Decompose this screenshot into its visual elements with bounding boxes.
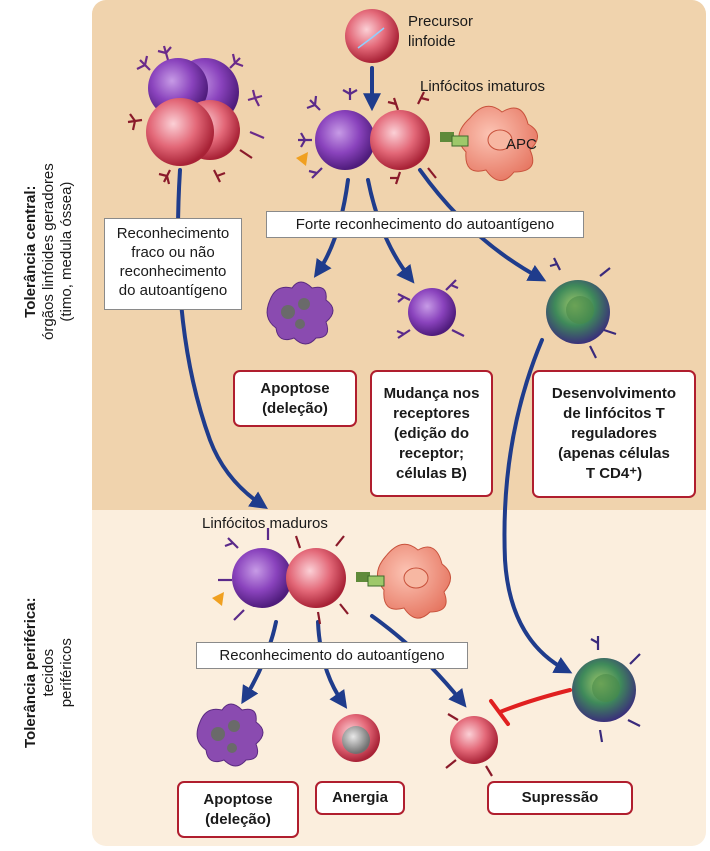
receptor-change-line-2: receptores — [393, 404, 470, 422]
treg-development-line-5: T CD4⁺) — [585, 465, 643, 482]
treg-cell-central — [546, 257, 617, 359]
central-apoptosis-box: Apoptose (deleção) — [233, 370, 357, 427]
suppressed-t-cell — [445, 713, 498, 777]
treg-cell-peripheral — [572, 636, 641, 743]
treg-development-line-2: de linfócitos T — [563, 405, 665, 422]
receptor-editing-cell — [396, 279, 465, 339]
receptor-change-line-4: receptor; — [398, 444, 464, 462]
receptor-change-line-1: Mudança nos — [383, 384, 480, 402]
immature-lymphocytes-label: Linfócitos imaturos — [420, 78, 546, 95]
lymphocyte-cluster — [127, 45, 265, 185]
anergy-box: Anergia — [315, 781, 405, 815]
apoptotic-cell-peripheral — [196, 703, 264, 767]
immature-t-cell — [370, 91, 437, 185]
weak-recognition-line-4: do autoantígeno — [118, 282, 228, 299]
weak-recognition-line-2: fraco ou não — [131, 244, 215, 261]
peripheral-apoptosis-line-1: Apoptose — [203, 790, 273, 808]
suppression-label: Supressão — [521, 789, 599, 806]
precursor-label-1: Precursor — [408, 13, 474, 30]
weak-recognition-line-1: Reconhecimento — [116, 225, 230, 242]
precursor-cell — [345, 9, 399, 63]
apoptotic-cell-central — [266, 281, 334, 345]
central-apoptosis-line-1: Apoptose — [260, 379, 330, 397]
mature-lymphocytes-label: Linfócitos maduros — [202, 515, 328, 532]
apc-label-central: APC — [506, 136, 537, 153]
peripheral-apoptosis-box: Apoptose (deleção) — [177, 781, 299, 838]
weak-recognition-label: Reconhecimento fraco ou não reconhecimen… — [104, 218, 242, 310]
apc-cell-peripheral — [356, 543, 451, 619]
inhibition-arrow — [489, 688, 572, 726]
immature-b-cell — [296, 88, 375, 179]
treg-development-line-1: Desenvolvimento — [551, 385, 677, 402]
recognition-label: Reconhecimento do autoantígeno — [196, 642, 468, 669]
anergy-label: Anergia — [332, 789, 388, 806]
treg-development-box: Desenvolvimento de linfócitos T regulado… — [532, 370, 696, 498]
receptor-change-line-5: células B) — [396, 464, 467, 482]
weak-recognition-line-3: reconhecimento — [119, 263, 227, 280]
peripheral-apoptosis-line-2: (deleção) — [205, 810, 271, 828]
arrow-treg-to-periphery — [502, 338, 573, 674]
receptor-change-box: Mudança nos receptores (edição do recept… — [370, 370, 493, 497]
treg-development-line-4: (apenas células — [558, 445, 670, 462]
apc-cell-central — [440, 105, 538, 181]
precursor-label-2: linfoide — [408, 33, 456, 50]
suppression-box: Supressão — [487, 781, 633, 815]
treg-development-line-3: reguladores — [571, 425, 657, 442]
strong-recognition-label: Forte reconhecimento do autoantígeno — [266, 211, 584, 238]
mature-b-cell — [212, 528, 292, 621]
mature-t-cell — [286, 535, 349, 625]
anergic-cell — [332, 714, 380, 762]
central-apoptosis-line-2: (deleção) — [262, 399, 328, 417]
receptor-change-line-3: (edição do — [393, 424, 469, 442]
